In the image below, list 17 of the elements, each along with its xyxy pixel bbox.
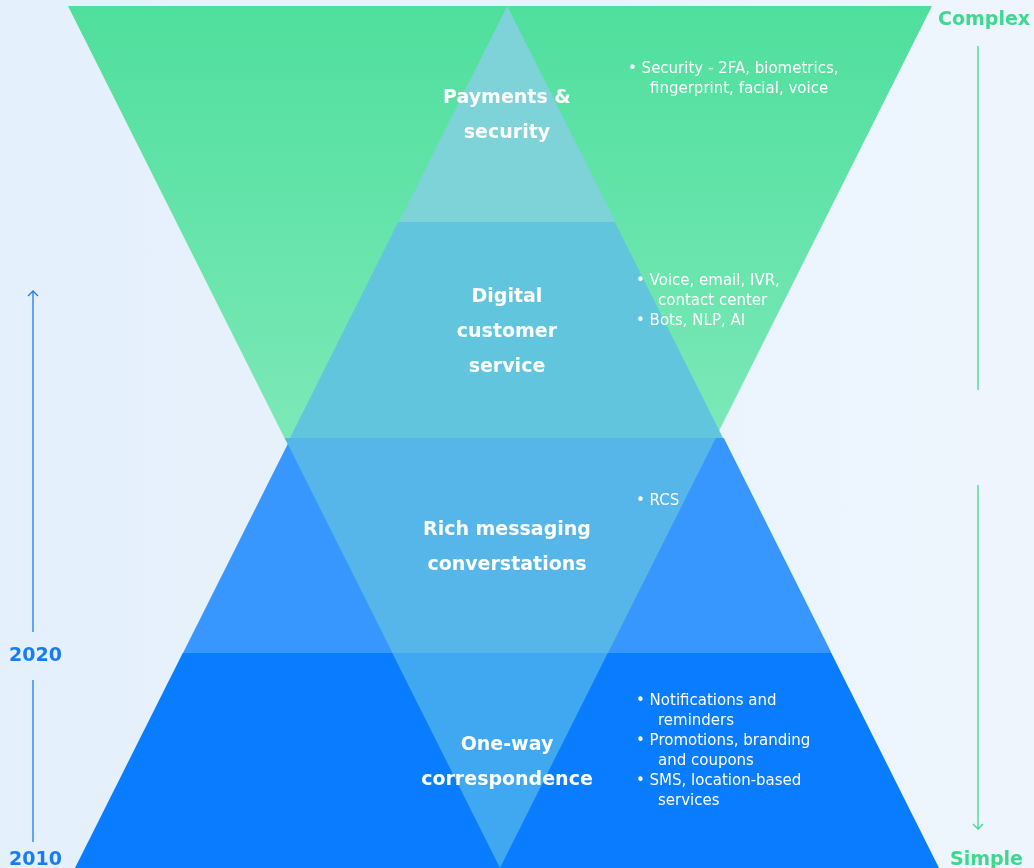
band-title: Digital customer service <box>455 282 559 378</box>
bullet-item: • SMS, location-based services <box>636 770 803 810</box>
bullet-item: • Promotions, branding and coupons <box>636 730 812 770</box>
axis-label: 2010 <box>9 847 62 868</box>
pyramid-band <box>398 6 616 222</box>
band-title: Rich messaging converstations <box>422 515 592 576</box>
axis-label: Complex <box>938 7 1031 29</box>
axis-label: 2020 <box>9 643 62 665</box>
pyramid-band <box>182 438 832 653</box>
pyramid-band <box>74 653 939 868</box>
bullet-item: • Security - 2FA, biometrics, fingerprint, facial, voice <box>628 58 840 98</box>
bullet-item: • Notifications and reminders <box>636 690 778 730</box>
bullet-item: • Voice, email, IVR, contact center <box>636 270 781 310</box>
band-title: One-way correspondence <box>420 730 594 791</box>
bullet-item: • RCS <box>636 490 681 510</box>
band-title: Payments & security <box>442 84 572 144</box>
bullet-item: • Bots, NLP, AI <box>636 310 747 330</box>
